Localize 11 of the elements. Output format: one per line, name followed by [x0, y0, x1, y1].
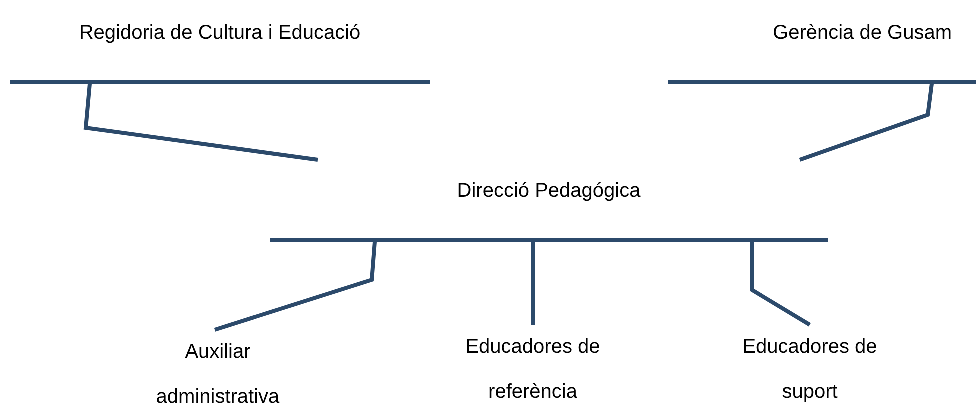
unit-name: Direcció Pedagógica — [457, 179, 641, 204]
connector-line — [84, 84, 318, 162]
unit-name: Regidoria de Cultura i Educació — [79, 21, 361, 46]
connector-line — [750, 242, 812, 327]
connector-line — [531, 242, 535, 325]
unit-name: Gerència de Gusam — [773, 21, 952, 46]
unit-name: Educadores de referència — [464, 335, 602, 405]
connector-line — [214, 242, 377, 332]
unit-name: Auxiliar administrativa — [155, 340, 281, 410]
unit-name: Educadores de suport — [742, 335, 878, 405]
connector-line — [799, 84, 934, 162]
